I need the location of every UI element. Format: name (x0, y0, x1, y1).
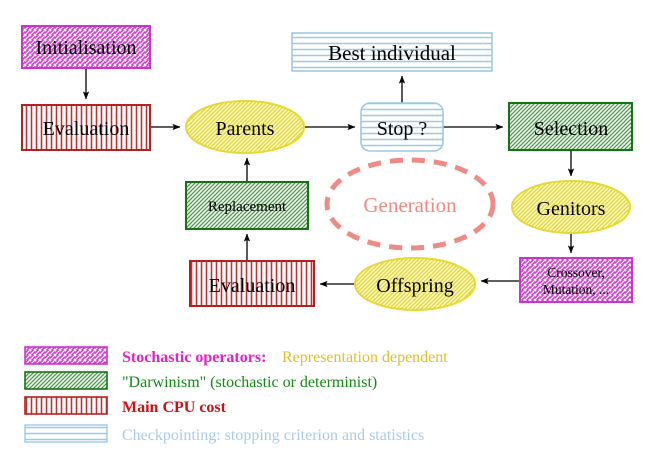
legend-label-checkpointing: Checkpointing: stopping criterion and st… (122, 427, 424, 444)
node-initialisation-label: Initialisation (35, 37, 136, 59)
node-replacement-shape (185, 181, 309, 230)
legend-item-checkpointing: Checkpointing: stopping criterion and st… (24, 424, 424, 444)
node-best-individual[interactable]: Best individual (291, 32, 493, 72)
node-genitors[interactable]: Genitors (511, 180, 631, 234)
legend-swatch-magenta-diagonal-hatch (24, 346, 108, 365)
node-generation: Generation (324, 157, 496, 251)
node-parents[interactable]: Parents (185, 100, 305, 154)
legend-label-representation-dependent: Representation dependent (282, 349, 448, 366)
legend-label-darwinism: "Darwinism" (stochastic or determinist) (122, 374, 377, 391)
node-genitors-label: Genitors (537, 198, 606, 220)
node-initialisation-shape (21, 25, 151, 69)
node-evaluation-top[interactable]: Evaluation (21, 104, 151, 151)
node-generation-label: Generation (363, 193, 457, 217)
node-best-individual-shape (291, 32, 493, 72)
node-stop-label: Stop ? (377, 118, 428, 140)
node-best-individual-label: Best individual (328, 41, 456, 65)
node-crossover-mutation-shape (519, 257, 633, 303)
node-evaluation-bottom-label: Evaluation (209, 275, 296, 297)
legend-label-stochastic: Stochastic operators: (122, 349, 266, 366)
node-crossover-mutation[interactable]: Crossover, Mutation, ... (519, 257, 633, 303)
legend-item-cpu: Main CPU cost (24, 396, 227, 416)
node-genitors-shape (511, 180, 631, 234)
node-offspring-shape (354, 257, 476, 311)
node-offspring[interactable]: Offspring (354, 257, 476, 311)
legend-label-cpu: Main CPU cost (122, 399, 227, 416)
node-evaluation-top-shape (21, 104, 151, 151)
node-stop[interactable]: Stop ? (360, 102, 444, 152)
edges-layer (82, 68, 575, 288)
node-crossover-mutation-label-line2: Mutation, ... (543, 282, 609, 297)
legend-item-darwinism: "Darwinism" (stochastic or determinist) (24, 371, 377, 391)
node-selection[interactable]: Selection (508, 102, 633, 151)
legend-item-stochastic: Stochastic operators: Representation dep… (24, 346, 448, 366)
node-evaluation-top-label: Evaluation (43, 118, 130, 140)
node-generation-shape (324, 157, 496, 251)
legend-swatch-blue-horizontal-lines (24, 424, 108, 443)
node-offspring-label: Offspring (376, 275, 453, 297)
node-evaluation-bottom-shape (189, 260, 315, 307)
node-parents-shape (185, 100, 305, 154)
legend-swatch-red-vertical-lines (24, 396, 108, 415)
node-parents-label: Parents (216, 118, 275, 140)
node-replacement[interactable]: Replacement (185, 181, 309, 230)
node-selection-shape (508, 102, 633, 151)
legend: Stochastic operators: Representation dep… (24, 346, 448, 444)
node-selection-label: Selection (534, 118, 608, 140)
legend-swatch-green-diagonal-hatch (24, 371, 108, 390)
node-replacement-label: Replacement (208, 199, 287, 215)
node-crossover-mutation-label-line1: Crossover, (547, 265, 605, 280)
node-evaluation-bottom[interactable]: Evaluation (189, 260, 315, 307)
node-stop-shape (360, 102, 444, 152)
node-initialisation[interactable]: Initialisation (21, 25, 151, 69)
